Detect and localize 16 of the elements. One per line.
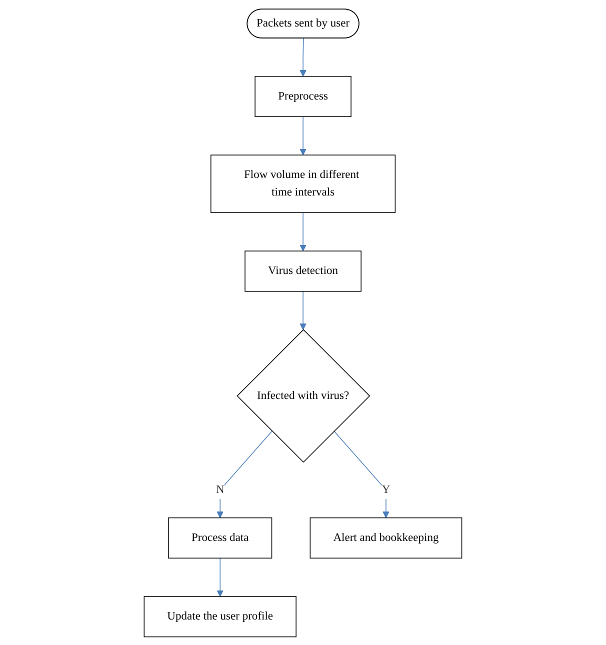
arrow [300,290,306,330]
node-box: Process data [168,516,272,558]
arrow [300,37,306,76]
arrow [300,116,306,155]
node-box: Preprocess [254,75,352,117]
node-box: Virus detection [244,250,362,292]
arrow [300,212,306,251]
node-box: Flow volume in different time intervals [210,154,396,213]
node-diamond: Infected with virus? [236,328,370,462]
node-box: Update the user profile [144,596,296,637]
node-box: Alert and bookkeeping [310,516,462,558]
edge-label: N [216,483,224,496]
arrow [216,557,224,596]
arrow [334,430,390,518]
edge-label: Y [382,483,390,496]
arrow [216,430,272,518]
